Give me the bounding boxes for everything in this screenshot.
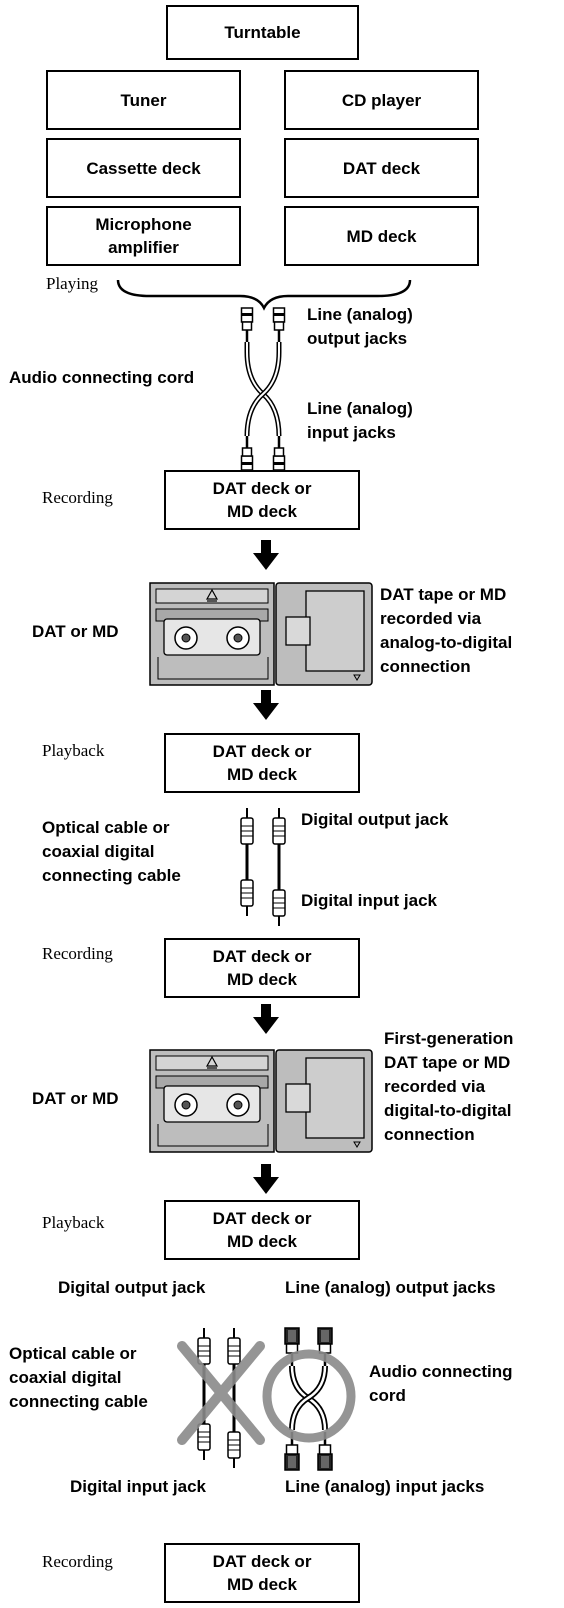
comparison-audio-cord-label: Audio connecting cord <box>369 1362 513 1405</box>
line-input-jacks-label: Line (analog) input jacks <box>307 399 413 442</box>
stage-label-playing: Playing <box>46 274 98 293</box>
playing-brace <box>116 279 412 311</box>
recording-deck-box: DAT deck or MD deck <box>164 938 360 998</box>
digital-cable-illustration <box>240 807 286 927</box>
comparison-digital-cable-label: Optical cable or coaxial digital connect… <box>9 1344 148 1411</box>
comparison-analog-input-label: Line (analog) input jacks <box>285 1477 485 1496</box>
analog-recorded-caption: DAT tape or MD recorded via analog-to-di… <box>380 585 513 676</box>
playback-deck-box: DAT deck or MD deck <box>164 1200 360 1260</box>
tuner-box: Tuner <box>46 70 241 130</box>
recording-deck-box: DAT deck or MD deck <box>164 470 360 530</box>
circle-mark-icon <box>262 1349 356 1443</box>
cassette-deck-box: Cassette deck <box>46 138 241 198</box>
turntable-box: Turntable <box>166 5 359 60</box>
arrow-down-icon <box>253 540 279 570</box>
comparison-digital-input-label: Digital input jack <box>70 1477 207 1496</box>
minidisc-icon <box>275 1049 373 1153</box>
stage-label-playback: Playback <box>42 1213 105 1232</box>
md-deck-box: MD deck <box>284 206 479 266</box>
digital-recorded-caption: First-generation DAT tape or MD recorded… <box>384 1029 514 1144</box>
stage-label-recording: Recording <box>42 488 113 507</box>
dat-deck-box: DAT deck <box>284 138 479 198</box>
audio-connecting-cord-illustration <box>240 306 286 472</box>
digital-input-jack-label: Digital input jack <box>301 891 438 910</box>
comparison-analog-output-label: Line (analog) output jacks <box>285 1278 496 1297</box>
stage-label-recording: Recording <box>42 944 113 963</box>
comparison-digital-output-label: Digital output jack <box>58 1278 206 1297</box>
minidisc-icon <box>275 582 373 686</box>
cd-player-box: CD player <box>284 70 479 130</box>
audio-cord-comparison-illustration <box>283 1326 334 1472</box>
line-output-jacks-label: Line (analog) output jacks <box>307 305 413 348</box>
stage-label-playback: Playback <box>42 741 105 760</box>
digital-output-jack-label: Digital output jack <box>301 810 449 829</box>
microphone-amplifier-box: Microphone amplifier <box>46 206 241 266</box>
media-label: DAT or MD <box>32 1089 119 1108</box>
digital-cable-label: Optical cable or coaxial digital connect… <box>42 818 181 885</box>
arrow-down-icon <box>253 1164 279 1194</box>
playback-deck-box: DAT deck or MD deck <box>164 733 360 793</box>
stage-label-recording: Recording <box>42 1552 113 1571</box>
arrow-down-icon <box>253 1004 279 1034</box>
dat-cassette-icon <box>149 1049 275 1153</box>
recording-deck-box: DAT deck or MD deck <box>164 1543 360 1603</box>
dat-cassette-icon <box>149 582 275 686</box>
cross-mark-icon <box>177 1341 265 1445</box>
arrow-down-icon <box>253 690 279 720</box>
audio-connecting-cord-label: Audio connecting cord <box>9 368 195 387</box>
media-label: DAT or MD <box>32 622 119 641</box>
